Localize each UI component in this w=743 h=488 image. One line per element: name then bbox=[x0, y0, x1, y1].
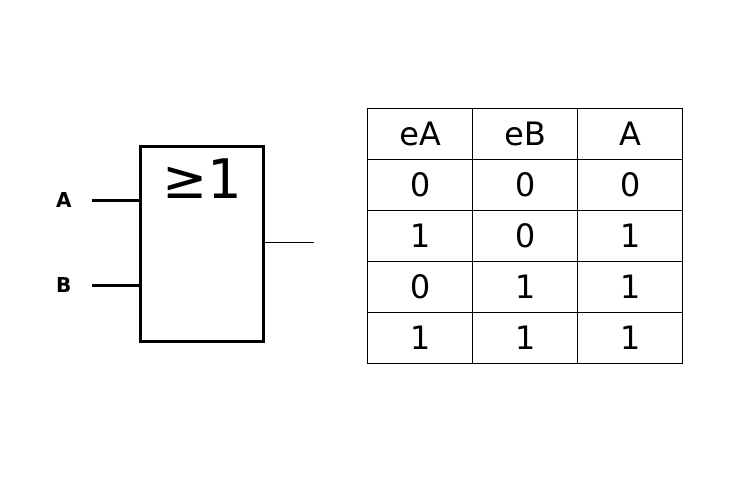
output-wire bbox=[262, 242, 314, 243]
or-gate-diagram: A B ≥1 bbox=[0, 0, 360, 488]
header-ea: eA bbox=[367, 108, 473, 160]
table-cell: 0 bbox=[472, 159, 578, 211]
table-header-row: eA eB A bbox=[367, 108, 683, 160]
table-cell: 1 bbox=[367, 210, 473, 262]
gate-symbol: ≥1 bbox=[162, 148, 242, 211]
table-cell: 1 bbox=[577, 210, 683, 262]
table-row: 0 1 1 bbox=[367, 261, 683, 313]
truth-table: eA eB A 0 0 0 1 0 1 0 1 1 1 1 1 bbox=[367, 108, 683, 364]
table-row: 1 1 1 bbox=[367, 312, 683, 364]
header-eb: eB bbox=[472, 108, 578, 160]
input-b-label: B bbox=[56, 273, 72, 297]
input-a-wire bbox=[92, 199, 140, 202]
header-a: A bbox=[577, 108, 683, 160]
table-row: 1 0 1 bbox=[367, 210, 683, 262]
input-b-wire bbox=[92, 284, 140, 287]
table-cell: 1 bbox=[472, 261, 578, 313]
gate-box bbox=[139, 145, 265, 343]
table-row: 0 0 0 bbox=[367, 159, 683, 211]
table-cell: 0 bbox=[367, 261, 473, 313]
table-cell: 0 bbox=[367, 159, 473, 211]
input-a-label: A bbox=[56, 188, 72, 212]
table-cell: 1 bbox=[577, 312, 683, 364]
table-cell: 1 bbox=[472, 312, 578, 364]
table-cell: 0 bbox=[577, 159, 683, 211]
table-cell: 0 bbox=[472, 210, 578, 262]
table-cell: 1 bbox=[367, 312, 473, 364]
table-cell: 1 bbox=[577, 261, 683, 313]
